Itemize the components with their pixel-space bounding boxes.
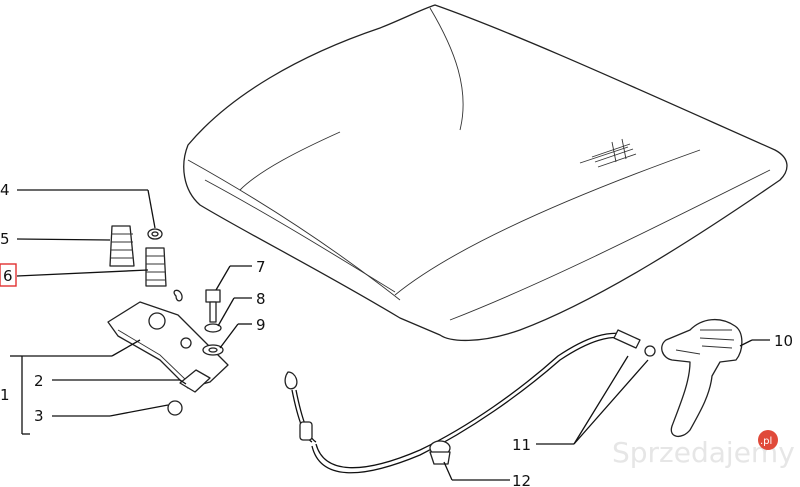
callout-2: 2 [34, 372, 44, 390]
release-handle-10 [661, 319, 743, 437]
bumper-6 [145, 247, 167, 287]
callout-3: 3 [34, 407, 44, 425]
grommet-12 [429, 440, 451, 465]
callout-1: 1 [0, 386, 10, 404]
leader-lines [10, 189, 770, 481]
callout-6: 6 [3, 267, 13, 285]
callout-12: 12 [512, 472, 531, 487]
callout-4: 4 [0, 181, 10, 199]
watermark-badge [758, 430, 778, 450]
hinge-assembly [107, 289, 229, 416]
callout-10: 10 [774, 332, 793, 350]
callout-labels: 4 5 6 7 8 9 1 2 3 10 11 12 [0, 181, 793, 487]
washer-4 [147, 228, 163, 240]
watermark: Sprzedajemy .pl [612, 430, 795, 469]
spring-5 [109, 225, 135, 267]
callout-9: 9 [256, 316, 266, 334]
release-cable-11 [284, 329, 656, 474]
callout-7: 7 [256, 258, 266, 276]
callout-11: 11 [512, 436, 531, 454]
callout-8: 8 [256, 290, 266, 308]
callout-5: 5 [0, 230, 10, 248]
bolt-7 [205, 289, 221, 323]
washer-9 [202, 344, 224, 356]
watermark-suffix: .pl [760, 436, 772, 447]
hood-panel [183, 4, 788, 342]
callout-6-highlight [0, 263, 17, 287]
washer-8 [204, 323, 222, 333]
